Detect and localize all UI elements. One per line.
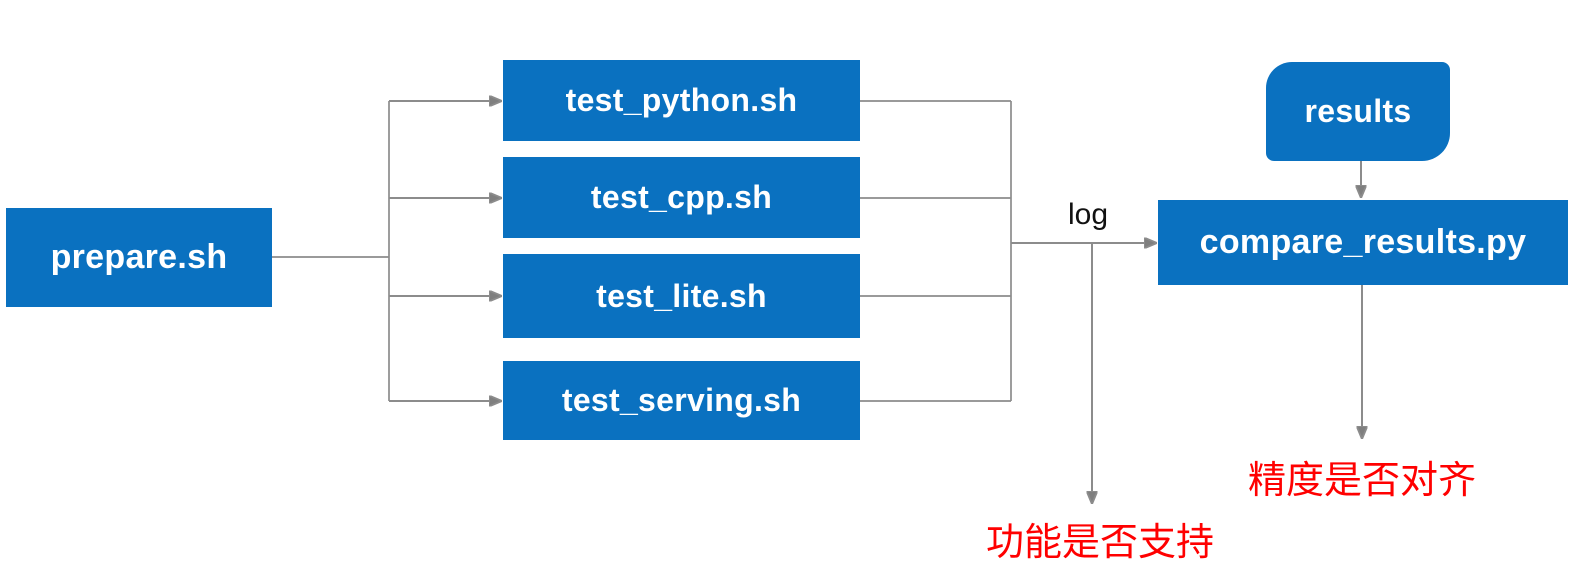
node-test-serving-sh: test_serving.sh [503, 361, 860, 440]
node-compare-results-py: compare_results.py [1158, 200, 1568, 285]
node-results: results [1266, 62, 1450, 161]
node-test-python-sh: test_python.sh [503, 60, 860, 141]
edge-label-log: log [1067, 198, 1109, 231]
node-prepare-sh: prepare.sh [6, 208, 272, 307]
outcome-function-supported: 功能是否支持 [985, 522, 1214, 564]
node-test-lite-sh: test_lite.sh [503, 254, 860, 338]
node-test-cpp-sh: test_cpp.sh [503, 157, 860, 238]
outcome-accuracy-aligned: 精度是否对齐 [1247, 460, 1476, 502]
